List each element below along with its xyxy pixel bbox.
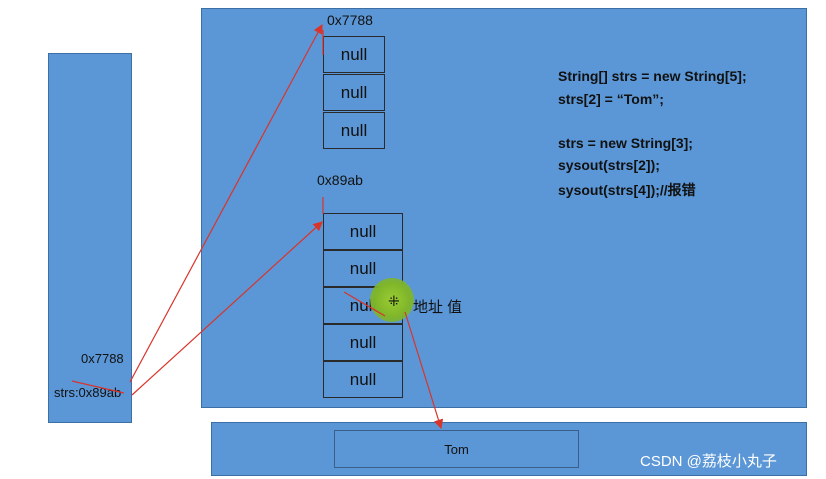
cursor-highlight xyxy=(370,278,414,322)
code-line: strs = new String[3]; xyxy=(558,135,693,151)
strike-mark xyxy=(71,380,125,394)
array-cell: null xyxy=(323,213,403,250)
cursor-icon: ⁜ xyxy=(388,293,400,309)
strike-mark xyxy=(343,291,386,317)
array-address-0x89ab: 0x89ab xyxy=(317,172,363,188)
code-line: sysout(strs[2]); xyxy=(558,157,660,173)
code-line: strs[2] = “Tom”; xyxy=(558,91,664,107)
array-cell: null xyxy=(323,74,385,111)
watermark: CSDN @荔枝小丸子 xyxy=(640,453,777,470)
string-tom: Tom xyxy=(444,441,469,457)
array-cell: null xyxy=(323,361,403,398)
heap-panel xyxy=(201,8,807,408)
string-pool-tom-box: Tom xyxy=(334,430,579,468)
string-pool-panel xyxy=(211,422,807,476)
array-cell: null xyxy=(323,324,403,361)
stack-old-address: 0x7788 xyxy=(81,351,124,366)
array-address-0x7788: 0x7788 xyxy=(327,12,373,28)
arrow-old-reference xyxy=(129,23,323,383)
address-annotation: 地址 值 xyxy=(413,299,463,316)
array-cell: null xyxy=(323,36,385,73)
arrow-to-tom xyxy=(404,311,444,430)
code-line: String[] strs = new String[5]; xyxy=(558,68,747,84)
arrow-current-reference xyxy=(131,221,323,396)
stack-panel xyxy=(48,53,132,423)
code-line: sysout(strs[4]);//报错 xyxy=(558,182,696,198)
array-cell: null xyxy=(323,112,385,149)
